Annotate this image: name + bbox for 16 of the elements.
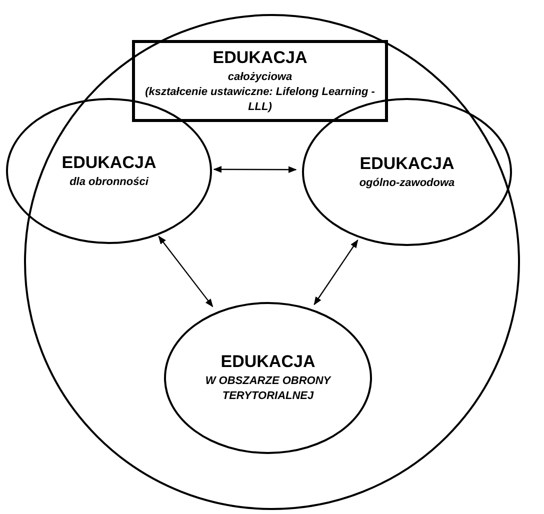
double-arrow [314, 239, 358, 306]
ellipse [302, 98, 512, 246]
subtitle: dla obronności [70, 174, 148, 190]
heading: EDUKACJA [62, 152, 156, 172]
subtitle: całożyciowa [228, 70, 292, 84]
heading: EDUKACJA [360, 154, 454, 174]
ellipse [164, 302, 372, 454]
subtitle: ogólno-zawodowa [359, 176, 455, 190]
ellipse [6, 98, 212, 244]
subtitle: (kształcenie ustawiczne: Lifelong Learning - LLL) [145, 84, 375, 114]
subtitle: W OBSZARZE OBRONY TERYTORIALNEJ [204, 374, 332, 404]
text-box [132, 40, 388, 122]
heading: EDUKACJA [212, 48, 308, 68]
heading: EDUKACJA [220, 352, 316, 372]
double-arrow [158, 236, 214, 308]
double-arrow [213, 166, 297, 173]
